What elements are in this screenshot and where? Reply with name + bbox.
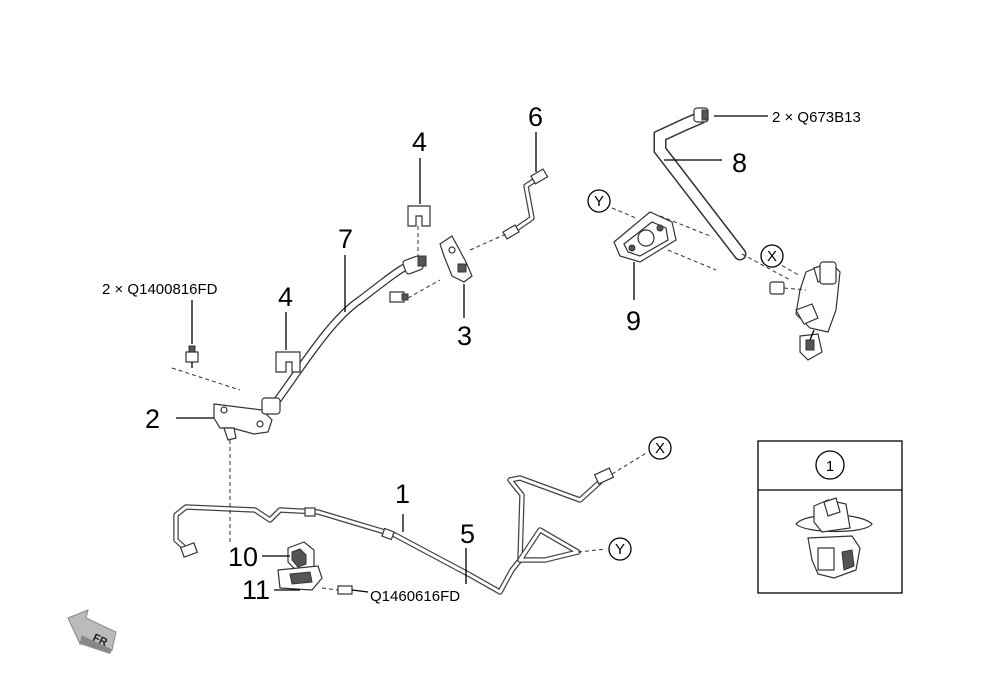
inset-clip	[795, 497, 873, 579]
dash-cover-link-2	[667, 249, 717, 271]
brake-pipe-main	[173, 467, 615, 595]
callout-2: 2	[145, 404, 160, 434]
cover-9	[613, 211, 677, 263]
clip-4-lower	[275, 351, 301, 373]
marker-x-top: X	[760, 244, 784, 268]
bracket-2	[213, 403, 273, 441]
callout-3: 3	[457, 321, 472, 351]
bolt-left	[185, 345, 199, 368]
callout-5: 5	[460, 519, 475, 549]
dash-x-to-caliper	[775, 261, 801, 277]
bracket-3	[439, 235, 473, 283]
marker-x-bottom: X	[648, 436, 672, 460]
clip-4-upper	[407, 205, 431, 227]
callout-4-upper: 4	[412, 127, 427, 157]
clamp-small	[769, 281, 785, 295]
hose-8	[653, 111, 747, 261]
dash-to-x	[611, 451, 649, 475]
clip-10	[287, 541, 315, 573]
callout-4-lower: 4	[278, 282, 293, 312]
svg-text:Y: Y	[594, 193, 604, 210]
marker-y-top: Y	[587, 189, 611, 213]
dash-clamp-to-caliper	[783, 287, 807, 291]
hose-clamp-top	[693, 107, 709, 123]
bolt-bottom	[321, 585, 369, 595]
svg-text:X: X	[767, 248, 777, 265]
bolt-3	[389, 291, 409, 303]
flex-hose-7	[261, 255, 427, 415]
marker-y-bottom: Y	[608, 537, 632, 561]
caliper-assembly	[795, 261, 841, 361]
clip-11	[277, 565, 323, 591]
part-number-left: 2 × Q1400816FD	[102, 281, 218, 298]
callout-11: 11	[242, 575, 270, 605]
front-direction-arrow: FR	[67, 609, 117, 654]
svg-text:Y: Y	[615, 541, 625, 558]
callout-10: 10	[228, 542, 258, 572]
part-number-top-right: 2 × Q673B13	[772, 109, 861, 126]
part-number-bottom: Q1460616FD	[370, 588, 460, 605]
callout-9: 9	[626, 306, 641, 336]
callout-1: 1	[395, 479, 410, 509]
brake-pipe-6	[502, 168, 549, 240]
callout-8: 8	[732, 148, 747, 178]
dash-hose-to-caliper	[741, 253, 791, 281]
dash-cover-link-1	[659, 215, 711, 237]
callout-6: 6	[528, 102, 543, 132]
leader-lines	[176, 115, 768, 591]
dash-y-to-cover	[611, 207, 637, 219]
fr-label: FR	[91, 632, 109, 649]
dash-bolt-to-bracket	[171, 367, 241, 391]
dash-bracket-to-pipe6	[469, 233, 507, 251]
callout-7: 7	[338, 224, 353, 254]
dash-bolt-to-bracket3	[407, 279, 441, 299]
dash-to-y	[577, 548, 607, 553]
svg-text:X: X	[655, 440, 665, 457]
inset-box: 1	[757, 440, 903, 594]
inset-label: 1	[826, 458, 834, 475]
